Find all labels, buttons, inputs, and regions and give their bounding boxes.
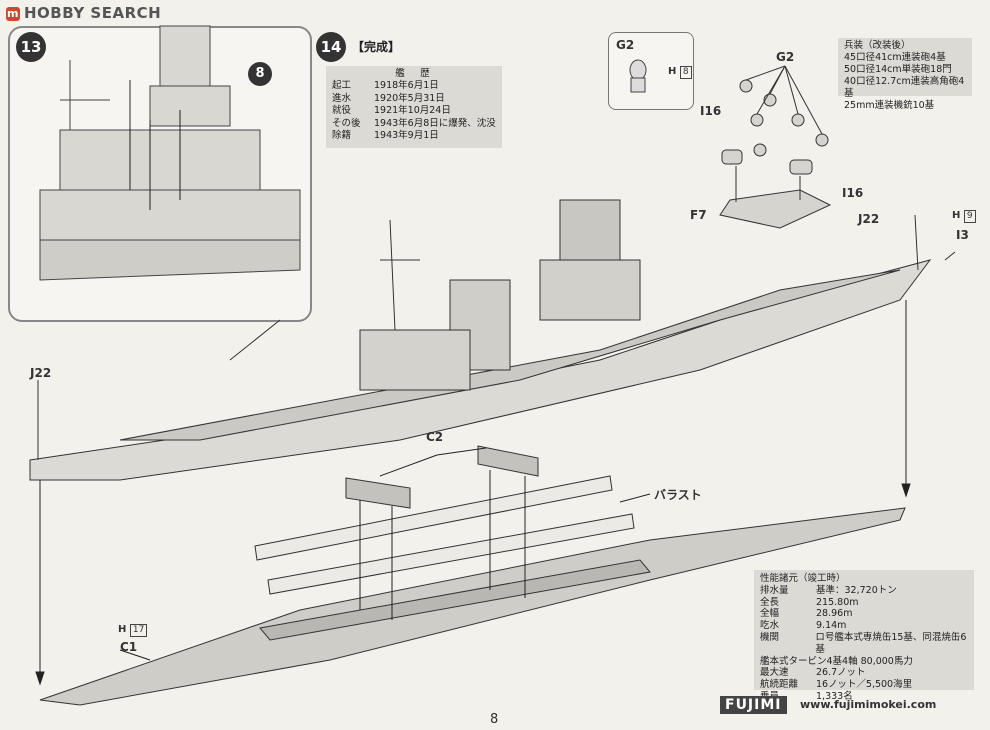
label-ballast: バラスト	[654, 488, 702, 502]
label-g2-box: G2	[616, 38, 635, 52]
battleship-model	[29, 199, 956, 481]
g2-detail-box	[608, 32, 694, 110]
g2-part-icon	[629, 59, 647, 93]
step-8-number: 8	[248, 62, 272, 86]
spec-row: 排水量基準：32,720トン	[760, 584, 897, 596]
label-g2: G2	[776, 50, 795, 64]
armament-line: 50口径14cm単装砲18門	[844, 64, 952, 75]
label-j22-top: J22	[858, 212, 880, 226]
armament-line: 45口径41cm連装砲4基	[844, 52, 946, 63]
label-i3: I3	[956, 228, 969, 242]
page-number: 8	[490, 712, 499, 727]
superstructure-sketch	[39, 25, 301, 281]
step-13-number: 13	[16, 32, 46, 62]
label-f7: F7	[690, 208, 707, 222]
label-h9: H 9	[952, 210, 976, 223]
website-url: www.fujimimokei.com	[800, 698, 937, 711]
spec-row: 機関ロ号艦本式専焼缶15基、同混焼缶6基	[760, 631, 967, 655]
armament-line: 40口径12.7cm連装高角砲4基	[844, 76, 965, 99]
spec-heading: 性能諸元（竣工時）	[760, 573, 846, 584]
completed-label: 【完成】	[352, 40, 401, 54]
armament-box: 兵装（改装後） 45口径41cm連装砲4基 50口径14cm単装砲18門 40口…	[838, 38, 972, 111]
assembly-arrows	[35, 300, 911, 686]
history-heading: 艦 歴	[395, 68, 433, 79]
step-14-number: 14	[316, 32, 346, 62]
label-i16-right: I16	[842, 186, 864, 200]
armament-line: 25mm連装機銃10基	[844, 100, 935, 111]
label-i16-left: I16	[700, 104, 722, 118]
label-c1: C1	[120, 640, 138, 654]
searchlight-assembly	[719, 65, 832, 229]
label-h8: H 8	[668, 66, 692, 79]
label-c2: C2	[426, 430, 444, 444]
label-j22-left: J22	[30, 366, 52, 380]
hull-base	[39, 445, 906, 706]
spec-row: 艦本式タービン4基4軸 80,000馬力	[760, 655, 913, 667]
label-h17: H 17	[118, 624, 148, 637]
armament-heading: 兵装（改装後）	[844, 40, 911, 51]
fujimi-logo: FUJIMI	[720, 696, 787, 714]
